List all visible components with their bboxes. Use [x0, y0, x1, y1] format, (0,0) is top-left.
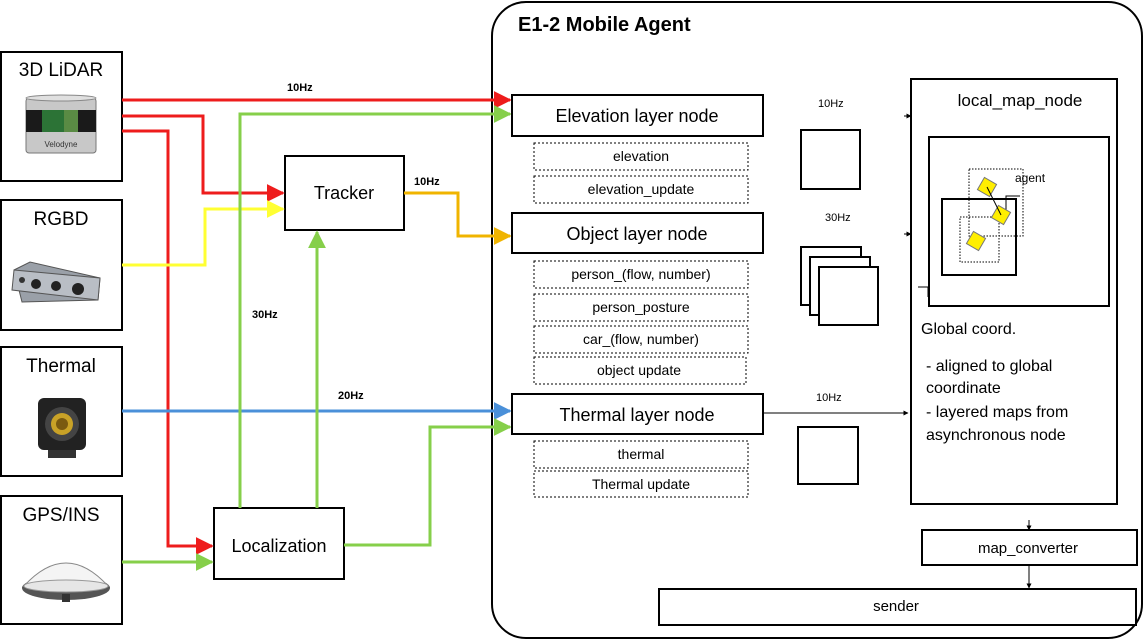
sensor-rgbd-label: RGBD	[34, 209, 89, 230]
svg-text:elevation_update: elevation_update	[588, 181, 695, 197]
object-map-layers	[800, 246, 879, 326]
rate-lidar-elevation: 10Hz	[287, 82, 313, 94]
thermal-topic-1: Thermal update	[533, 470, 749, 498]
elevation-node-title: Elevation layer node	[555, 106, 718, 126]
tracker-box[interactable]: Tracker	[284, 155, 405, 231]
sensor-gps[interactable]: GPS/INS	[0, 495, 123, 625]
sensor-gps-label: GPS/INS	[22, 505, 99, 526]
thermal-topic-0: thermal	[533, 440, 749, 469]
sender-box[interactable]: sender	[658, 588, 1137, 626]
local-map-title: local_map_node	[958, 91, 1083, 110]
sensor-lidar-label: 3D LiDAR	[19, 60, 103, 81]
object-layer-node[interactable]: Object layer node	[511, 212, 764, 254]
agent-label: agent	[1015, 171, 1046, 185]
rate-thermal-out: 10Hz	[816, 392, 842, 404]
rate-tracker-out: 10Hz	[414, 176, 440, 188]
sensor-lidar[interactable]: 3D LiDAR Velodyne	[0, 51, 123, 182]
thermal-node-title: Thermal layer node	[559, 405, 714, 425]
object-topic-2: car_(flow, number)	[533, 325, 749, 354]
sensor-thermal[interactable]: Thermal	[0, 346, 123, 477]
edge-localization-to-elevation	[238, 105, 512, 508]
thermal-map-layer	[797, 426, 859, 485]
elevation-topic-1: elevation_update	[533, 175, 749, 204]
agent-title: E1-2 Mobile Agent	[518, 14, 691, 36]
svg-text:Thermal update: Thermal update	[592, 476, 690, 492]
local-map-bullet-1: coordinate	[926, 380, 1001, 397]
sensor-thermal-label: Thermal	[26, 356, 96, 377]
rate-object-out: 30Hz	[825, 212, 851, 224]
localization-box[interactable]: Localization	[213, 507, 345, 580]
elevation-map-layer	[800, 129, 861, 190]
svg-text:object update: object update	[597, 362, 681, 378]
svg-text:elevation: elevation	[613, 148, 669, 164]
edge-lidar-to-localization	[122, 129, 214, 555]
rate-localization: 30Hz	[252, 309, 278, 321]
map-converter-box[interactable]: map_converter	[921, 529, 1138, 566]
edge-rgbd-to-tracker	[122, 200, 285, 267]
local-map-bullet-3: asynchronous node	[926, 427, 1066, 444]
sender-label: sender	[873, 598, 919, 615]
tracker-label: Tracker	[314, 183, 374, 203]
object-topic-1: person_posture	[533, 293, 749, 322]
svg-text:car_(flow, number): car_(flow, number)	[583, 331, 699, 347]
rate-thermal-in: 20Hz	[338, 390, 364, 402]
object-node-title: Object layer node	[566, 224, 707, 244]
edge-tracker-to-object	[404, 191, 512, 245]
lidar-icon: Velodyne	[25, 94, 97, 154]
depth-camera-icon	[11, 261, 101, 303]
object-topic-3: object update	[533, 356, 747, 385]
edge-lidar-to-tracker	[122, 114, 285, 202]
map-converter-label: map_converter	[978, 540, 1078, 557]
rate-elevation-out: 10Hz	[818, 98, 844, 110]
sensor-rgbd[interactable]: RGBD	[0, 199, 123, 331]
global-coord-title: Global coord.	[921, 321, 1016, 338]
svg-text:thermal: thermal	[618, 446, 665, 462]
object-topic-0: person_(flow, number)	[533, 260, 749, 289]
localization-label: Localization	[231, 536, 326, 556]
edge-localization-to-thermal-node	[344, 418, 512, 547]
thermal-layer-node[interactable]: Thermal layer node	[511, 393, 764, 435]
elevation-topic-0: elevation	[533, 142, 749, 171]
thermal-camera-icon	[38, 398, 86, 458]
lidar-brand: Velodyne	[45, 140, 78, 149]
agent-markers	[965, 176, 1012, 252]
gps-antenna-icon	[22, 562, 110, 602]
svg-text:person_(flow, number): person_(flow, number)	[571, 266, 710, 282]
global-map-frame	[918, 136, 1110, 307]
local-map-bullet-0: - aligned to global	[926, 358, 1052, 375]
svg-text:person_posture: person_posture	[592, 299, 690, 315]
elevation-layer-node[interactable]: Elevation layer node	[511, 94, 764, 137]
local-map-bullet-2: - layered maps from	[926, 404, 1068, 421]
